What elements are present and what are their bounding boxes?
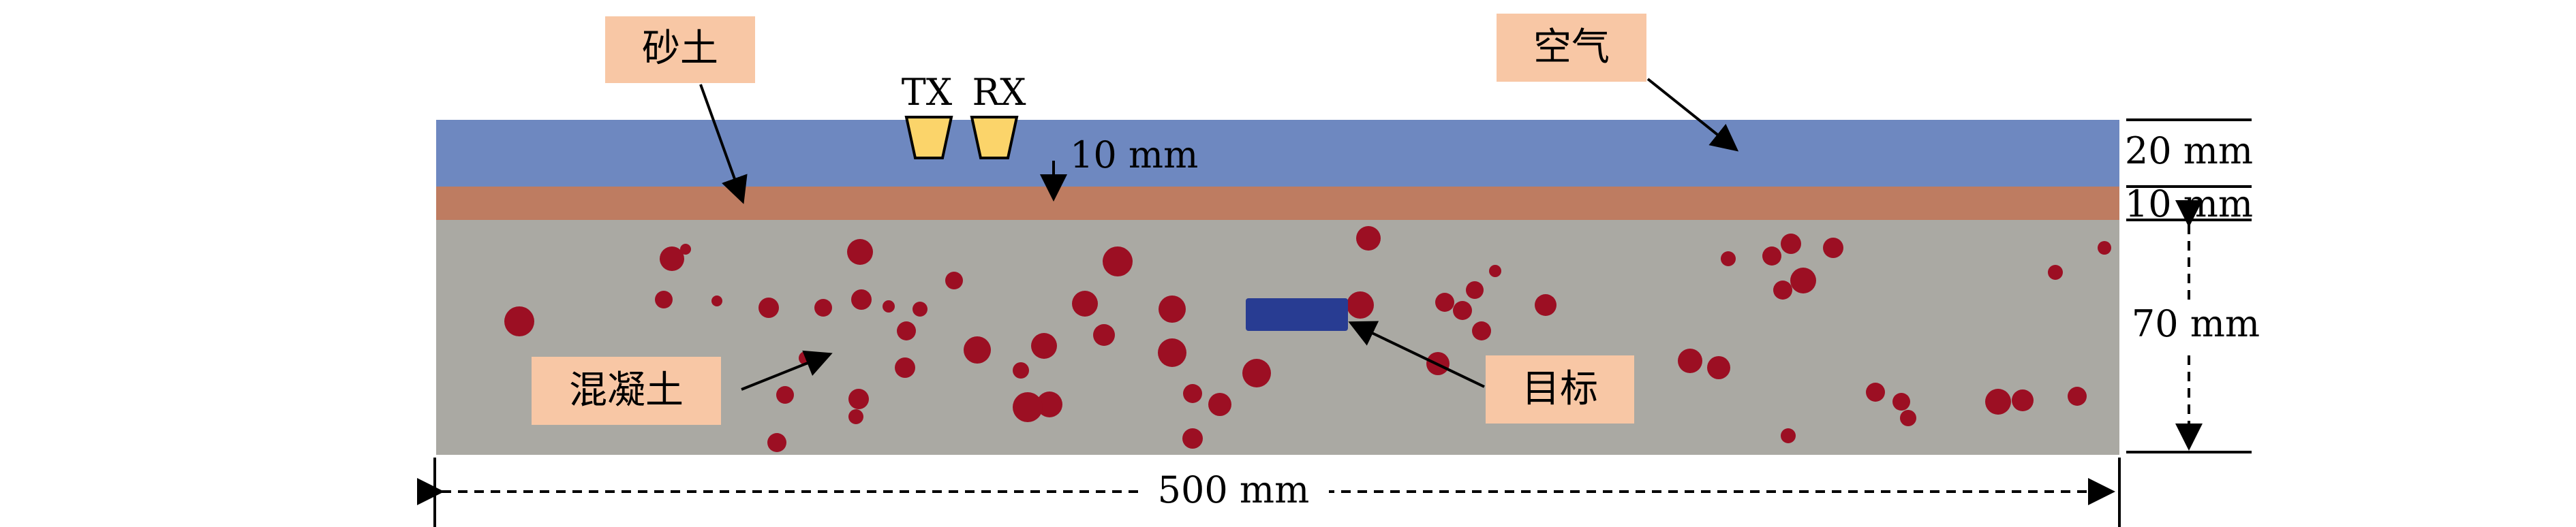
aggregate-particle: [1790, 268, 1816, 293]
aggregate-particle: [1072, 291, 1098, 317]
aggregate-particle: [767, 433, 786, 452]
aggregate-particle: [1159, 296, 1186, 323]
aggregate-particle: [897, 321, 916, 340]
aggregate-particle: [2012, 389, 2034, 411]
concrete-label: 混凝土: [569, 368, 684, 413]
concrete-pointer-arrow: [741, 350, 833, 391]
sand-thickness-label: 10 mm: [2125, 182, 2253, 225]
concrete-label-box: [532, 357, 721, 425]
aggregate-particle: [1781, 428, 1796, 443]
aggregate-particle: [1489, 265, 1501, 277]
aggregate-particle: [1208, 393, 1231, 416]
aggregate-particle: [1781, 234, 1801, 254]
aggregate-particle: [1013, 392, 1043, 422]
aggregate-particle: [1182, 428, 1203, 449]
sand-pointer-arrow: [699, 84, 748, 204]
aggregate-particle: [711, 296, 722, 306]
sand-layer: [436, 187, 2119, 220]
aggregate-particle: [895, 357, 915, 378]
concrete-thickness-label: 70 mm: [2132, 302, 2260, 345]
aggregate-particle: [945, 272, 963, 289]
aggregate-particle: [1453, 301, 1472, 320]
rx-antenna: [970, 116, 1019, 159]
aggregate-particle: [1721, 251, 1736, 266]
aggregate-particle: [660, 246, 684, 271]
aggregate-particle: [964, 336, 991, 364]
aggregate-particle: [851, 289, 872, 310]
aggregate-particle: [883, 300, 895, 313]
air-pointer-arrow: [1646, 78, 1739, 152]
sand-label-box: [605, 16, 755, 83]
aggregate-particle: [1103, 246, 1133, 276]
aggregate-particle: [1892, 393, 1910, 411]
aggregate-particle: [504, 306, 534, 336]
aggregate-particle: [848, 409, 863, 424]
tx-label: TX: [902, 71, 953, 114]
aggregate-particle: [1093, 324, 1115, 346]
aggregate-particle: [1435, 293, 1454, 312]
width-label-bg: [1145, 468, 1329, 513]
aggregate-particle: [2098, 241, 2111, 255]
aggregate-particle: [848, 389, 869, 409]
concrete-thickness-bg: [2128, 301, 2250, 349]
aggregate-particle: [655, 291, 673, 308]
air-label-box: [1497, 14, 1646, 82]
aggregate-particle: [758, 298, 779, 318]
aggregate-particle: [776, 386, 794, 404]
aggregate-particle: [1678, 349, 1702, 373]
target-label-box: [1486, 355, 1634, 424]
aggregate-particle: [1356, 226, 1381, 251]
air-label: 空气: [1533, 25, 1610, 69]
target-label: 目标: [1522, 367, 1598, 411]
target-rebar: [1246, 298, 1348, 331]
aggregate-particle: [913, 302, 927, 317]
target-pointer-arrow: [1348, 321, 1485, 388]
air-thickness-label: 20 mm: [2125, 129, 2253, 172]
aggregate-particle: [2068, 387, 2087, 406]
aggregate-particle: [1773, 281, 1792, 300]
aggregate-particle: [1762, 246, 1781, 266]
aggregate-particle: [680, 244, 691, 255]
aggregate-particle: [1037, 392, 1062, 417]
aggregate-particle: [1347, 291, 1374, 319]
aggregate-particle: [847, 239, 873, 265]
aggregate-particle: [1985, 389, 2011, 415]
aggregate-particle: [1900, 410, 1916, 426]
aggregate-particles: [504, 226, 2111, 452]
width-label: 500 mm: [1158, 468, 1310, 511]
tx-antenna: [904, 116, 953, 159]
aggregate-particle: [1535, 294, 1557, 316]
aggregate-particle: [814, 299, 832, 317]
aggregate-particle: [1183, 384, 1202, 403]
air-layer: [436, 120, 2119, 187]
gap-dimension-label: 10 mm: [1070, 133, 1198, 176]
aggregate-particle: [1031, 333, 1057, 359]
aggregate-particle: [1158, 338, 1186, 367]
aggregate-particle: [1242, 359, 1271, 387]
rx-label: RX: [972, 71, 1026, 114]
aggregate-particle: [1013, 362, 1029, 379]
aggregate-particle: [1707, 356, 1730, 379]
aggregate-particle: [1472, 321, 1491, 340]
sand-label: 砂土: [642, 27, 718, 71]
aggregate-particle: [1823, 238, 1843, 258]
aggregate-particle: [1466, 281, 1484, 299]
aggregate-particle: [2048, 265, 2063, 280]
aggregate-particle: [1866, 383, 1885, 402]
